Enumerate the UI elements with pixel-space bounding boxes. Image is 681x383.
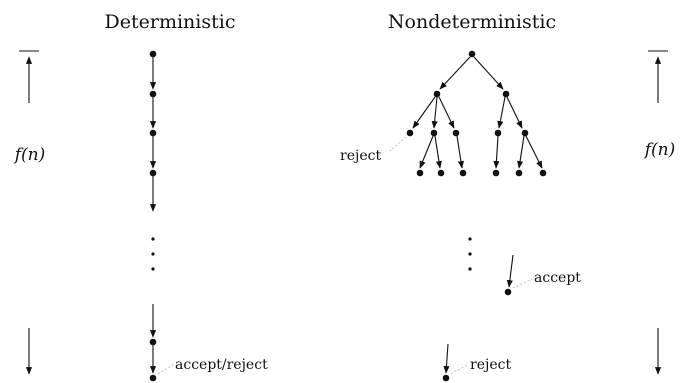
nd-node — [437, 169, 445, 177]
nd-node — [416, 169, 424, 177]
nd-node — [452, 129, 460, 137]
left-height-indicator: f(n) — [13, 50, 46, 375]
deterministic-chain: accept/reject — [149, 50, 268, 382]
right-height-indicator: f(n) — [643, 50, 676, 375]
det-final-label: accept/reject — [175, 357, 268, 373]
ellipsis-dot — [468, 237, 472, 241]
nd-node — [459, 169, 467, 177]
deterministic-title: Deterministic — [105, 11, 236, 33]
nd-reject-leaf — [406, 129, 414, 137]
ellipsis-dot — [151, 267, 155, 271]
nd-node — [502, 90, 510, 98]
nd-node — [430, 129, 438, 137]
ellipsis-dot — [468, 252, 472, 256]
nd-reject-label-top: reject — [340, 148, 381, 164]
nondeterministic-title: Nondeterministic — [388, 11, 556, 33]
ellipsis-dot — [468, 267, 472, 271]
nd-accept-label: accept — [534, 270, 581, 286]
nd-node — [515, 169, 523, 177]
det-node — [149, 50, 157, 58]
nd-node — [539, 169, 547, 177]
det-node — [149, 129, 157, 137]
ellipsis-dot — [151, 237, 155, 241]
nd-accept-leaf — [504, 288, 512, 296]
det-final-node — [149, 374, 157, 382]
det-node — [149, 169, 157, 177]
nondeterministic-tree: reject accept reject — [340, 50, 581, 382]
nd-reject-label-bottom: reject — [470, 357, 511, 373]
nd-node — [494, 129, 502, 137]
left-fn-label: f(n) — [13, 145, 46, 165]
right-fn-label: f(n) — [643, 140, 676, 160]
nd-node — [521, 129, 529, 137]
ellipsis-dot — [151, 252, 155, 256]
det-node — [149, 338, 157, 346]
det-node — [149, 90, 157, 98]
nd-node — [433, 90, 441, 98]
nd-root-node — [468, 50, 476, 58]
nd-node — [492, 169, 500, 177]
nd-reject-leaf — [442, 374, 450, 382]
